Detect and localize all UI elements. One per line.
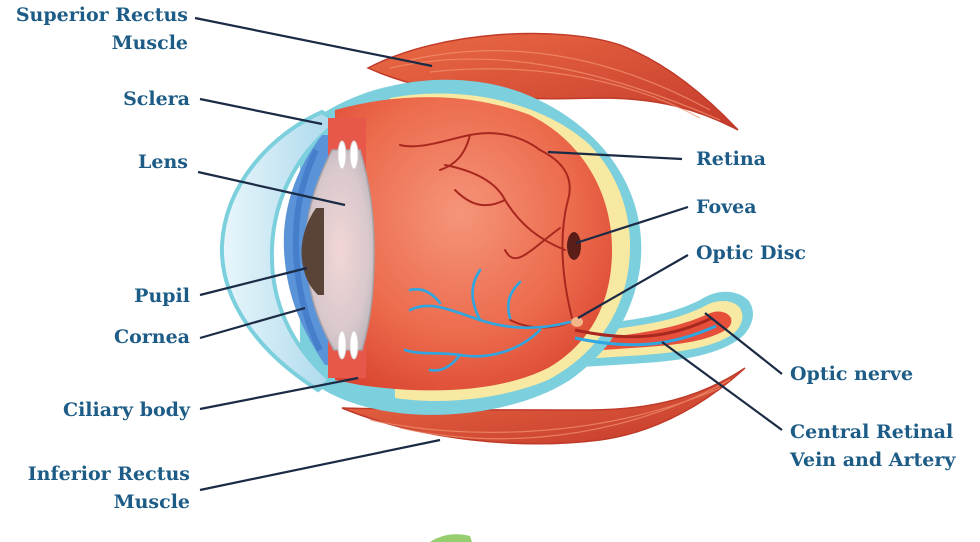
label-central-retinal-vein-artery: Central Retinal Vein and Artery — [790, 418, 955, 474]
label-optic-nerve: Optic nerve — [790, 363, 914, 385]
label-central-retinal-line2: Vein and Artery — [790, 449, 956, 471]
optic-disc-shape — [571, 317, 583, 327]
label-lens: Lens — [138, 151, 188, 173]
label-ciliary-body: Ciliary body — [62, 399, 190, 421]
label-retina: Retina — [696, 148, 766, 170]
label-pupil: Pupil — [134, 285, 190, 307]
label-inferior-rectus-line1: Inferior Rectus — [27, 463, 190, 485]
label-inferior-rectus-line2: Muscle — [113, 491, 190, 513]
label-sclera: Sclera — [123, 88, 190, 110]
label-fovea: Fovea — [696, 196, 757, 218]
vitreous-body-shape — [335, 97, 612, 391]
label-cornea: Cornea — [113, 326, 190, 348]
leader-lines — [194, 16, 783, 492]
label-optic-disc: Optic Disc — [696, 242, 806, 264]
label-superior-rectus-line2: Muscle — [111, 32, 188, 54]
label-superior-rectus-line1: Superior Rectus — [15, 4, 188, 26]
inferior-rectus-muscle-shape — [341, 367, 746, 445]
cornea-shape — [219, 109, 342, 393]
label-inferior-rectus-muscle: Inferior Rectus Muscle — [28, 460, 190, 516]
fovea-shape — [567, 232, 581, 260]
label-central-retinal-line1: Central Retinal — [790, 421, 954, 443]
pupil-shape — [301, 208, 324, 295]
label-superior-rectus-muscle: Superior Rectus Muscle — [16, 1, 188, 57]
retinal-veins — [403, 268, 572, 372]
